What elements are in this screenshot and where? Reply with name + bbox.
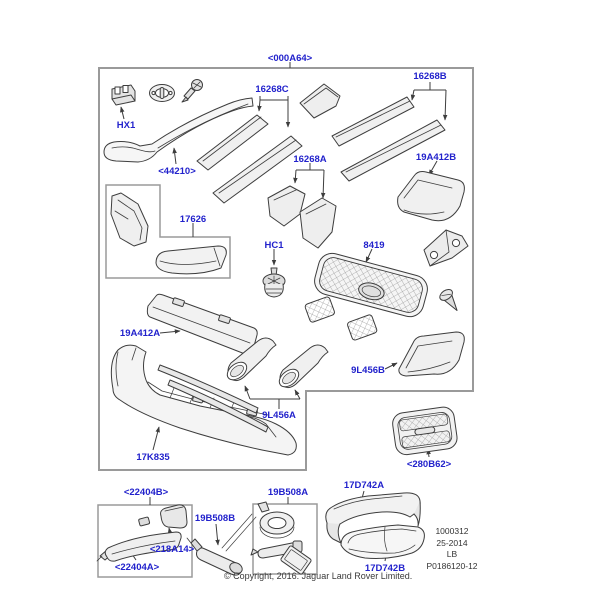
fitting-kit-drawing <box>250 501 312 575</box>
part-label-280B62[interactable]: <280B62> <box>406 459 452 470</box>
plate-info-block: 1000312 25-2014 LB P0186120-12 <box>426 526 477 572</box>
covers-16268a-drawing <box>267 185 337 249</box>
bumper-trim-17626-drawing <box>155 245 227 275</box>
part-label-HX1[interactable]: HX1 <box>116 120 136 131</box>
exhaust-finisher-drawing <box>226 337 329 391</box>
bolt-drawing <box>181 79 203 103</box>
trim-cap-16268c-drawing <box>299 83 341 119</box>
part-label-19B508A[interactable]: 19B508A <box>267 487 309 498</box>
garnish-strips-drawing <box>157 364 269 433</box>
part-label-9L456A[interactable]: 9L456A <box>262 410 296 421</box>
mesh-pad-drawing <box>304 296 378 341</box>
bracket-drawing <box>423 229 469 267</box>
plate-line-2: 25-2014 <box>436 537 468 548</box>
part-label-19B508B[interactable]: 19B508B <box>194 513 236 524</box>
plate-line-4: P0186120-12 <box>426 560 478 571</box>
grommet-drawing <box>149 84 175 102</box>
main-diagram-border <box>98 67 474 471</box>
mirror-cover-lower-drawing <box>340 524 425 559</box>
mudflap-drawing <box>110 192 149 247</box>
sill-strip-19a412a-drawing <box>146 293 258 355</box>
part-label-19A412B[interactable]: 19A412B <box>415 152 457 163</box>
door-handle-drawing <box>96 504 188 562</box>
clip-hx1-drawing <box>111 84 136 106</box>
spoiler-drawing <box>103 97 254 163</box>
part-label-16268A[interactable]: 16268A <box>293 154 327 165</box>
trim-strips-16268c-drawing <box>196 114 303 204</box>
part-label-000A64[interactable]: <000A64> <box>267 53 313 64</box>
part-label-17D742A[interactable]: 17D742A <box>343 480 385 491</box>
part-label-22404B[interactable]: <22404B> <box>123 487 169 498</box>
part-label-16268C[interactable]: 16268C <box>255 84 289 95</box>
part-label-22404A[interactable]: <22404A> <box>114 562 160 573</box>
sub-box-19B508A <box>252 503 318 575</box>
sub-box-22404 <box>97 504 193 578</box>
trim-strips-16268b-drawing <box>331 96 446 182</box>
part-label-16268B[interactable]: 16268B <box>413 71 447 82</box>
sub-box-17626 <box>105 184 231 279</box>
copyright-notice: © Copyright, 2016. Jaguar Land Rover Lim… <box>224 571 413 581</box>
part-label-8419[interactable]: 8419 <box>363 240 385 251</box>
duct-19a412b-drawing <box>397 171 465 222</box>
part-label-19A412A[interactable]: 19A412A <box>119 328 161 339</box>
part-label-17D742B[interactable]: 17D742B <box>364 563 406 574</box>
plug-hc1-drawing <box>262 267 286 298</box>
part-label-218A14[interactable]: <218A14> <box>149 544 195 555</box>
part-label-17K835[interactable]: 17K835 <box>136 452 170 463</box>
mirror-cover-upper-drawing <box>325 492 421 544</box>
plate-line-1: 1000312 <box>435 526 469 536</box>
side-vent-280b62-drawing <box>392 406 458 456</box>
part-label-44210[interactable]: <44210> <box>158 166 196 177</box>
part-label-9L456B[interactable]: 9L456B <box>351 365 385 376</box>
sealant-tube-drawing <box>186 513 257 576</box>
part-label-HC1[interactable]: HC1 <box>264 240 284 251</box>
grille-8419-drawing <box>314 252 428 318</box>
part-label-17626[interactable]: 17626 <box>179 214 207 225</box>
duct-9l456b-drawing <box>398 331 465 377</box>
plate-line-3: LB <box>446 549 458 559</box>
screw-drawing <box>439 288 458 311</box>
